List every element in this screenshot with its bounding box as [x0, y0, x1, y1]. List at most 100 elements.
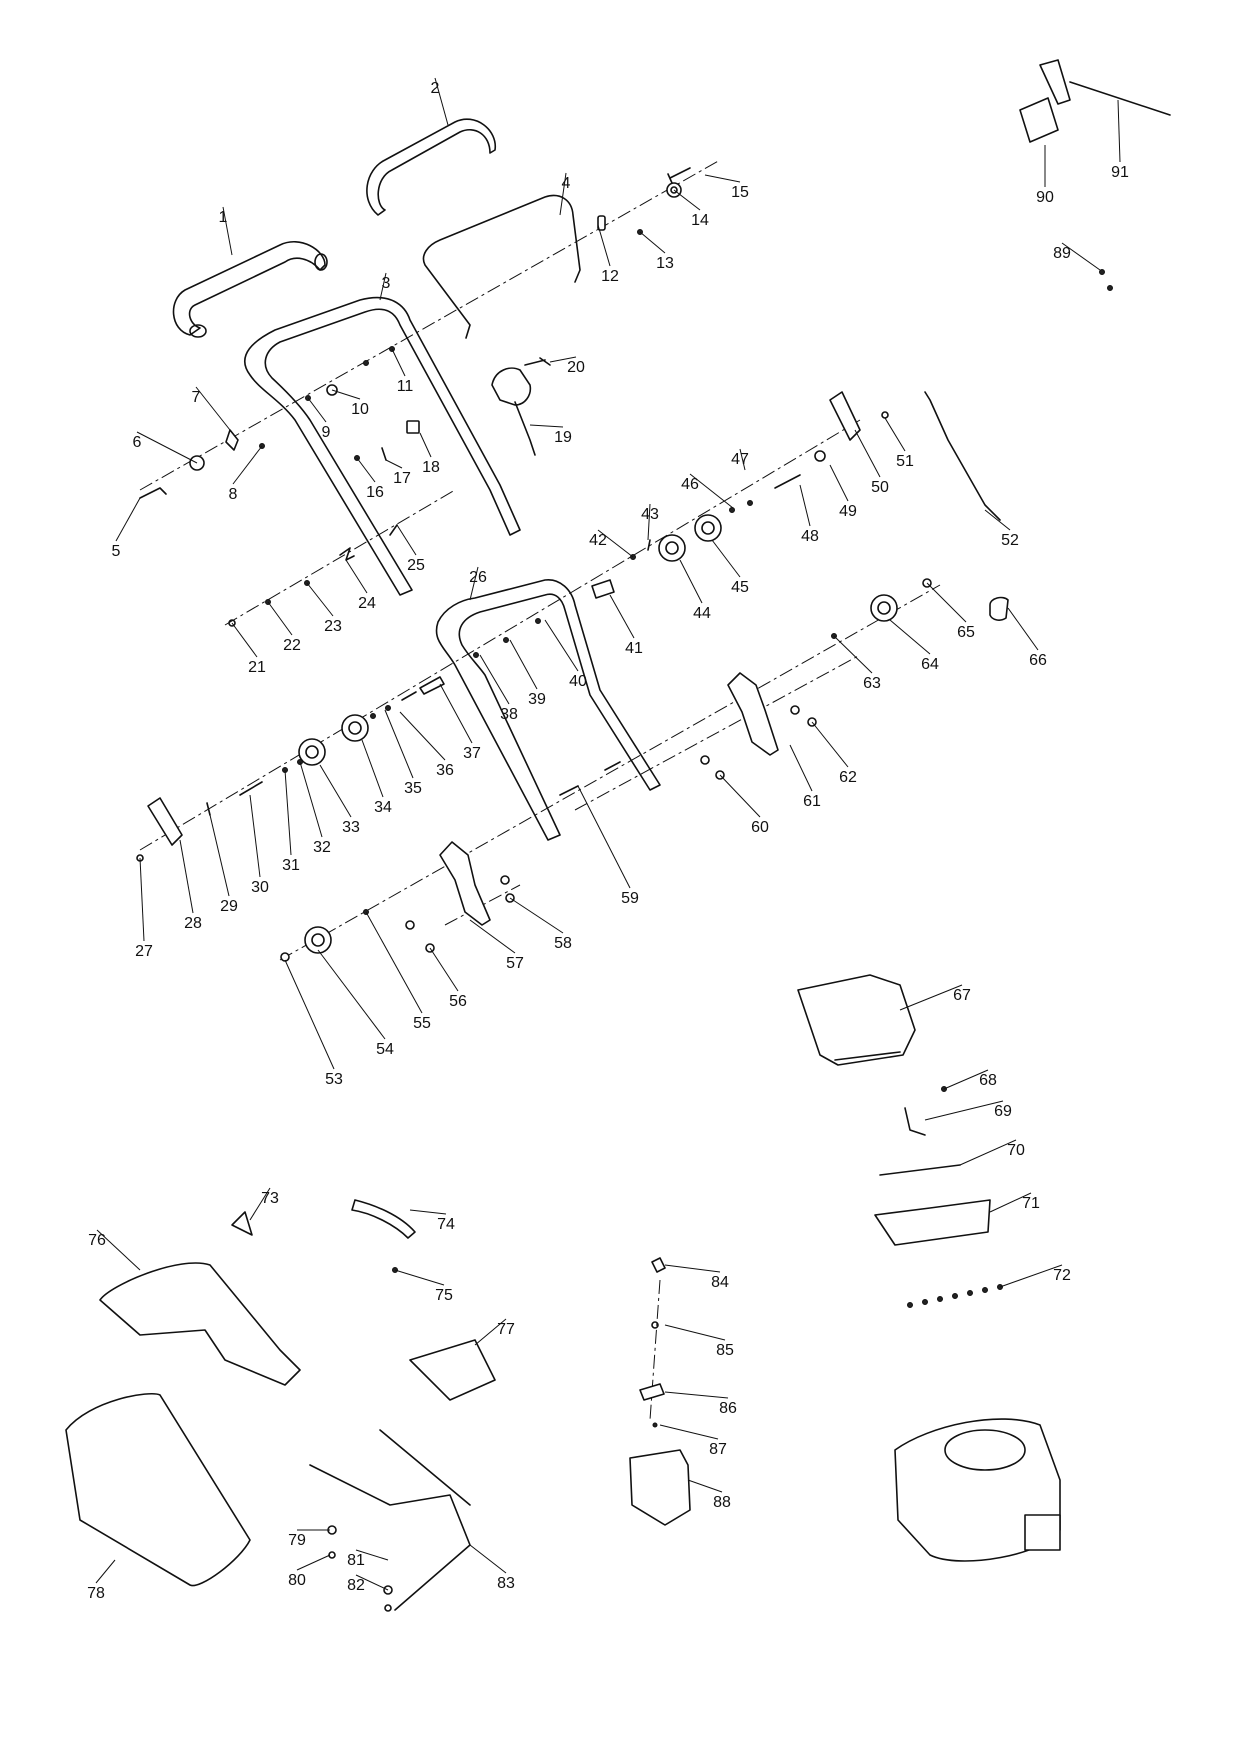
- callout-48: 48: [801, 528, 819, 545]
- callout-leader-41: [609, 594, 635, 639]
- callout-leader-88: [687, 1479, 723, 1493]
- callout-leader-29: [209, 814, 230, 897]
- callout-leader-66: [1007, 607, 1039, 651]
- callout-leader-17: [385, 459, 403, 469]
- callout-leader-15: [704, 174, 741, 183]
- callout-90: 90: [1036, 189, 1054, 206]
- callout-63: 63: [863, 675, 881, 692]
- callout-leader-63: [833, 635, 873, 674]
- callout-25: 25: [407, 557, 425, 574]
- callout-leader-84: [664, 1264, 721, 1273]
- callout-leader-33: [319, 764, 352, 818]
- callout-leader-26: [469, 566, 479, 601]
- callout-leader-22: [267, 601, 293, 636]
- callout-30: 30: [251, 879, 269, 896]
- callout-11: 11: [397, 378, 414, 395]
- callout-17: 17: [393, 470, 411, 487]
- callout-62: 62: [839, 769, 857, 786]
- callout-leader-12: [597, 224, 611, 267]
- callout-leader-10: [331, 389, 361, 400]
- callout-leader-7: [195, 386, 231, 431]
- callout-41: 41: [625, 640, 643, 657]
- callout-leader-75: [394, 1269, 445, 1286]
- callout-leader-36: [399, 711, 446, 761]
- callout-leader-20: [549, 356, 577, 363]
- callout-leader-54: [317, 949, 386, 1040]
- callout-leader-74: [409, 1209, 447, 1215]
- callout-44: 44: [693, 605, 711, 622]
- callout-leader-28: [179, 839, 194, 914]
- callout-8: 8: [229, 486, 238, 503]
- callout-leader-31: [284, 769, 292, 856]
- callout-leader-23: [306, 582, 334, 617]
- callout-leader-40: [544, 619, 579, 672]
- callout-leader-4: [559, 172, 567, 216]
- callout-5: 5: [112, 543, 121, 560]
- callout-leader-3: [379, 272, 387, 301]
- callout-21: 21: [248, 659, 266, 676]
- callout-40: 40: [569, 673, 587, 690]
- part-1-handle-grip: [172, 240, 328, 338]
- callout-leader-49: [829, 464, 849, 502]
- callout-7: 7: [192, 389, 201, 406]
- callout-leader-43: [647, 503, 651, 541]
- callout-leader-6: [136, 431, 198, 464]
- callout-leader-1: [222, 206, 233, 256]
- callout-leaders: [95, 77, 1121, 1591]
- callout-67: 67: [953, 987, 971, 1004]
- callout-leader-61: [789, 744, 813, 792]
- callout-leader-78: [95, 1559, 116, 1584]
- deck-parts: [797, 974, 1003, 1308]
- callout-leader-68: [943, 1069, 989, 1090]
- callout-37: 37: [463, 745, 481, 762]
- callout-89: 89: [1053, 245, 1071, 262]
- callout-leader-56: [429, 947, 459, 992]
- callout-leader-81: [355, 1549, 389, 1561]
- callout-13: 13: [656, 255, 674, 272]
- callout-59: 59: [621, 890, 639, 907]
- grass-bag-assembly: [65, 1199, 496, 1612]
- callout-leader-89: [1061, 242, 1101, 271]
- callout-27: 27: [135, 943, 153, 960]
- callout-87: 87: [709, 1441, 727, 1458]
- callout-49: 49: [839, 503, 857, 520]
- callout-leader-67: [899, 984, 963, 1011]
- callout-leader-64: [889, 619, 931, 655]
- part-26-lower-handlebar: [435, 579, 661, 841]
- callout-leader-47: [739, 448, 746, 471]
- callout-61: 61: [803, 793, 821, 810]
- callout-81: 81: [347, 1552, 365, 1569]
- callout-75: 75: [435, 1287, 453, 1304]
- callout-6: 6: [133, 434, 142, 451]
- part-2-top-bar: [366, 118, 496, 216]
- callout-29: 29: [220, 898, 238, 915]
- callout-leader-85: [664, 1324, 726, 1341]
- callout-86: 86: [719, 1400, 737, 1417]
- callout-leader-77: [474, 1318, 507, 1346]
- callout-58: 58: [554, 935, 572, 952]
- callout-leader-11: [391, 348, 406, 377]
- callout-57: 57: [506, 955, 524, 972]
- callout-91: 91: [1111, 164, 1129, 181]
- callout-leader-80: [296, 1554, 331, 1571]
- callout-38: 38: [500, 706, 518, 723]
- callout-70: 70: [1007, 1142, 1025, 1159]
- part-4-bail: [422, 194, 581, 339]
- callout-leader-82: [355, 1574, 389, 1591]
- callout-leader-18: [419, 432, 432, 458]
- callout-10: 10: [351, 401, 369, 418]
- callout-60: 60: [751, 819, 769, 836]
- callout-leader-2: [434, 77, 449, 126]
- callout-54: 54: [376, 1041, 394, 1058]
- callout-53: 53: [325, 1071, 343, 1088]
- callout-leader-14: [673, 189, 701, 211]
- callout-32: 32: [313, 839, 331, 856]
- callout-73: 73: [261, 1190, 279, 1207]
- callout-76: 76: [88, 1232, 106, 1249]
- callout-leader-24: [345, 559, 368, 594]
- callout-35: 35: [404, 780, 422, 797]
- callout-45: 45: [731, 579, 749, 596]
- callout-33: 33: [342, 819, 360, 836]
- callout-66: 66: [1029, 652, 1047, 669]
- callout-46: 46: [681, 476, 699, 493]
